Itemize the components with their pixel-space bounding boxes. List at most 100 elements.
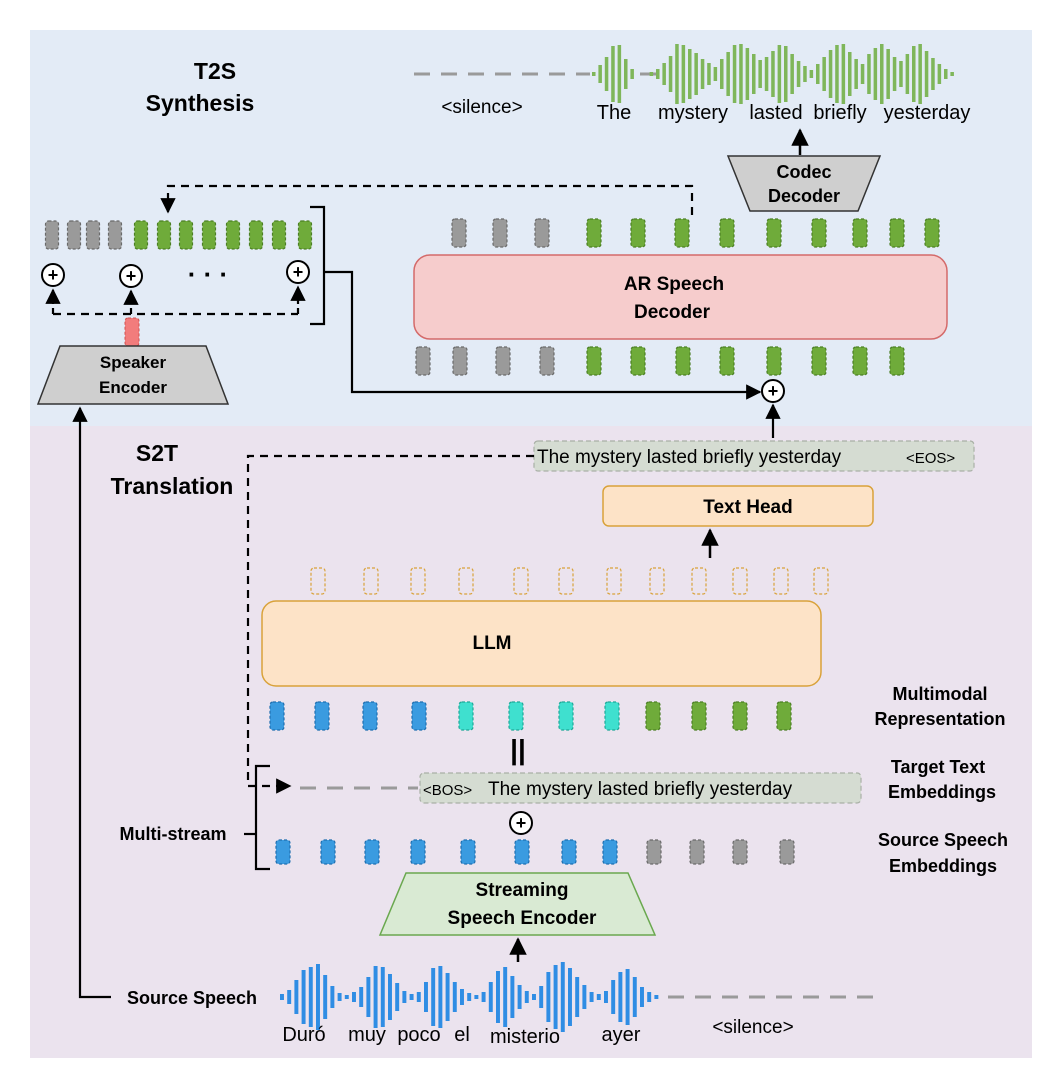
wave-bar — [784, 46, 788, 102]
token — [460, 839, 476, 865]
llm-output-tokens — [310, 567, 829, 595]
wave-bar — [630, 69, 634, 79]
speaker-encoder-label: Speaker — [100, 353, 167, 372]
wave-bar — [316, 964, 320, 1030]
wave-bar — [662, 63, 666, 85]
token — [411, 701, 427, 731]
wave-bar — [301, 970, 306, 1024]
wave-bar — [460, 989, 464, 1005]
source-to-speaker-arrow — [72, 406, 111, 999]
source-speech-tokens — [275, 839, 795, 865]
wave-bar — [539, 986, 544, 1008]
codec-decoder-label: Codec — [776, 162, 831, 182]
wave-bar — [517, 985, 522, 1009]
token — [602, 839, 618, 865]
wave-bar — [438, 966, 443, 1028]
llm-box — [261, 600, 822, 687]
input-word: el — [454, 1024, 470, 1046]
wave-bar — [860, 64, 865, 84]
svg-text:+: + — [768, 381, 779, 401]
bos-token: <BOS> — [423, 782, 472, 799]
wave-bar — [912, 46, 916, 102]
token — [133, 220, 149, 250]
svg-text:+: + — [293, 262, 304, 282]
wave-bar — [373, 966, 378, 1028]
token — [649, 567, 665, 595]
wave-bar — [790, 54, 794, 94]
s2t-title: S2T — [136, 440, 178, 466]
token — [675, 346, 691, 376]
prompt-bracket — [310, 205, 326, 326]
token — [630, 218, 646, 248]
token — [458, 701, 474, 731]
output-word: briefly — [813, 102, 866, 124]
target-text: The mystery lasted briefly yesterday — [488, 779, 793, 800]
ar-input-tokens — [415, 346, 905, 376]
svg-text:+: + — [126, 266, 137, 286]
wave-bar — [560, 962, 565, 1032]
token — [813, 567, 829, 595]
token — [719, 218, 735, 248]
wave-bar — [359, 987, 364, 1007]
wave-bar — [713, 67, 718, 81]
wave-bar — [803, 66, 807, 82]
token — [766, 218, 782, 248]
token — [495, 346, 511, 376]
token — [811, 346, 827, 376]
wave-bar — [771, 51, 775, 97]
wave-bar — [598, 65, 602, 83]
token — [415, 346, 431, 376]
wave-bar — [445, 973, 450, 1021]
token — [458, 567, 474, 595]
wave-bar — [937, 64, 942, 84]
wave-bar — [395, 983, 400, 1011]
token — [271, 220, 287, 250]
text-head-box — [602, 485, 874, 527]
wave-bar — [294, 980, 299, 1014]
wave-bar — [777, 45, 782, 103]
wave-bar — [752, 54, 756, 94]
token — [561, 839, 577, 865]
silence-label-bottom: <silence> — [712, 1017, 793, 1038]
token — [719, 346, 735, 376]
ar-speech-decoder-box — [413, 254, 948, 340]
output-word: The — [597, 102, 631, 124]
token — [452, 346, 468, 376]
wave-bar — [726, 52, 730, 96]
wave-bar — [640, 987, 644, 1007]
token — [558, 701, 574, 731]
token — [314, 701, 330, 731]
ar-speech-decoder-label: AR Speech — [624, 274, 724, 295]
source-speech-label: Source Speech — [127, 988, 257, 1008]
token — [586, 346, 602, 376]
wave-bar — [474, 995, 479, 999]
ar-input-plus: + — [761, 379, 785, 403]
wave-bar — [617, 45, 622, 103]
streaming-encoder-label: Speech Encoder — [448, 908, 597, 929]
wave-bar — [886, 49, 890, 99]
wave-bar — [330, 986, 335, 1008]
codec-decoder-label: Decoder — [768, 186, 840, 206]
wave-bar — [758, 60, 762, 88]
token — [269, 701, 285, 731]
token — [297, 220, 313, 250]
multistream-bracket — [254, 764, 270, 871]
token — [364, 839, 380, 865]
speaker-encoder-box — [36, 345, 230, 405]
token — [310, 567, 326, 595]
token — [363, 567, 379, 595]
output-word: yesterday — [884, 102, 971, 124]
wave-bar — [764, 57, 769, 91]
token — [362, 701, 378, 731]
wave-bar — [654, 995, 659, 999]
token — [201, 220, 217, 250]
svg-text:+: + — [516, 813, 527, 833]
token — [85, 220, 101, 250]
stream-add-plus: + — [509, 811, 533, 835]
wave-bar — [745, 48, 750, 100]
wave-bar — [668, 56, 673, 92]
token — [889, 346, 905, 376]
wave-bar — [416, 992, 421, 1002]
token — [689, 839, 705, 865]
